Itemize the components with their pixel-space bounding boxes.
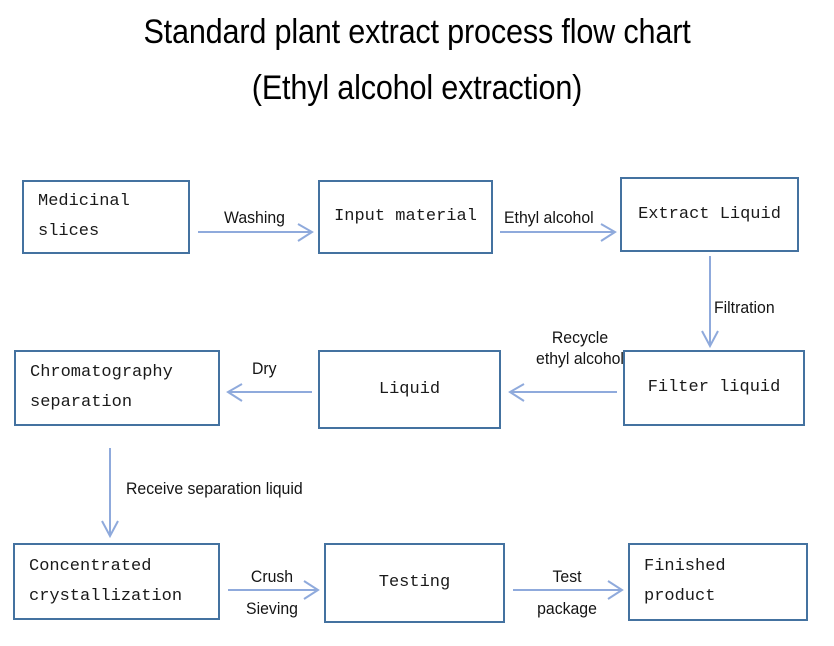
node-medicinal-slices[interactable]: Medicinal slices: [22, 180, 190, 254]
edge-label-dry: Dry: [252, 359, 277, 378]
edge-label-crush: Crush: [250, 567, 294, 586]
node-label-line-2: separation: [30, 393, 133, 412]
edge-label-package: package: [537, 599, 597, 618]
node-concentrated-crystallization[interactable]: Concentrated crystallization: [13, 543, 220, 620]
page-title: Standard plant extract process flow char…: [0, 4, 834, 116]
node-label-line-2: crystallization: [29, 586, 183, 606]
edge-label-sieving: Sieving: [246, 599, 298, 618]
node-label-line-1: Medicinal: [38, 192, 130, 211]
edge-label-filtration: Filtration: [714, 298, 775, 317]
node-label-line-1: Finished: [644, 557, 726, 576]
edge-label-ethyl-alcohol: Ethyl alcohol: [504, 208, 594, 227]
node-label-line-2: product: [644, 587, 716, 606]
edge-label-test: Test: [552, 567, 582, 586]
arrow-dry: [226, 383, 312, 402]
node-finished-product[interactable]: Finished product: [628, 543, 808, 621]
title-line-1: Standard plant extract process flow char…: [143, 13, 691, 51]
node-label-line-1: Extract Liquid: [638, 204, 781, 224]
edge-label-line-2: ethyl alcohol: [536, 349, 624, 368]
arrow-recycle-ethyl-alcohol: [508, 383, 617, 402]
node-chromatography-separation[interactable]: Chromatography separation: [14, 350, 220, 426]
node-label-line-1: Input material: [334, 207, 477, 226]
node-label-line-1: Chromatography: [30, 363, 173, 382]
node-extract-liquid[interactable]: Extract Liquid: [620, 177, 799, 252]
node-label-line-1: Filter liquid: [647, 378, 781, 397]
node-label-line-1: Testing: [378, 573, 451, 592]
node-liquid[interactable]: Liquid: [318, 350, 501, 429]
arrow-receive-separation-liquid: [101, 448, 119, 539]
edge-label-washing: Washing: [224, 208, 285, 227]
node-input-material[interactable]: Input material: [318, 180, 493, 254]
node-label-line-1: Concentrated: [29, 556, 152, 576]
node-label-line-1: Liquid: [378, 379, 441, 399]
edge-label-line-1: Recycle: [551, 328, 609, 347]
edge-label-receive-separation-liquid: Receive separation liquid: [126, 479, 303, 498]
node-testing[interactable]: Testing: [324, 543, 505, 623]
edge-label-recycle-ethyl-alcohol: Recycle ethyl alcohol: [525, 327, 635, 369]
title-line-2: (Ethyl alcohol extraction): [251, 69, 583, 107]
node-label-line-2: slices: [38, 222, 100, 241]
node-filter-liquid[interactable]: Filter liquid: [623, 350, 805, 426]
